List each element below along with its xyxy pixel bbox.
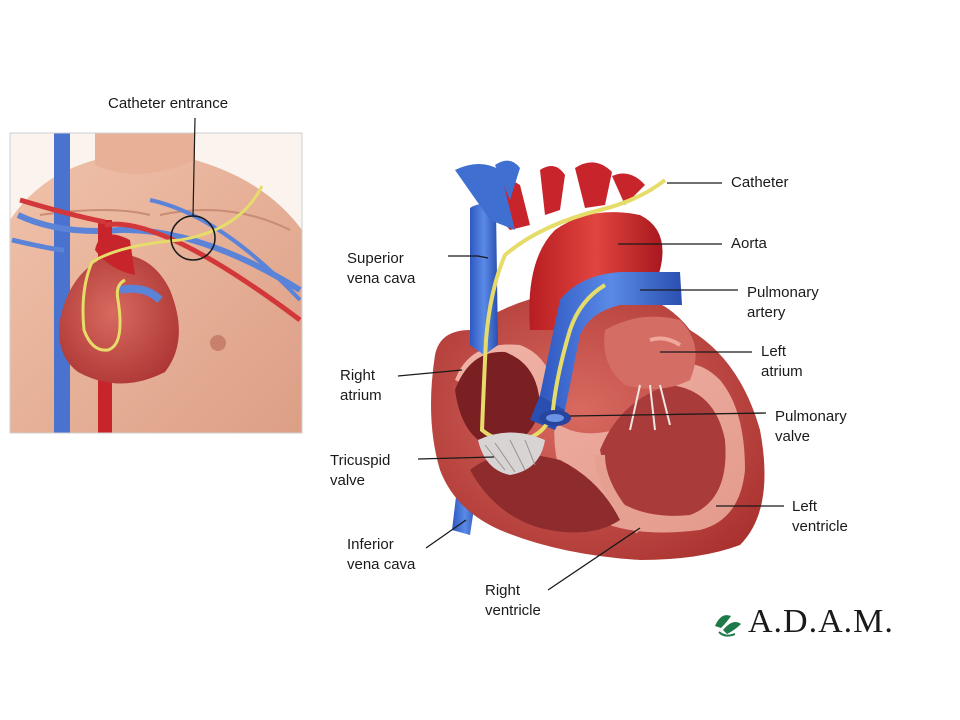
leader-pulmonary-valve [569, 412, 767, 417]
leader-right-atrium [397, 369, 463, 377]
label-pulmonary-valve: Pulmonary valve [775, 408, 847, 445]
adam-logo-mark [715, 615, 741, 637]
catheter-entrance-leader [192, 117, 196, 217]
leader-inferior-vena-cava [425, 519, 467, 549]
label-right-ventricle: Right ventricle [485, 582, 541, 619]
label-pulmonary-artery: Pulmonary artery [747, 284, 819, 321]
label-left-ventricle: Left ventricle [792, 498, 848, 535]
label-inferior-vena-cava: Inferior vena cava [347, 536, 416, 573]
label-tricuspid-valve: Tricuspid valve [330, 452, 391, 489]
chest-inset [10, 133, 302, 433]
label-aorta: Aorta [731, 235, 767, 252]
inset-frame [9, 132, 303, 434]
leader-tricuspid-valve [417, 456, 495, 460]
label-left-atrium: Left atrium [761, 343, 803, 380]
adam-logo: A.D.A.M. [712, 604, 894, 640]
label-superior-vena-cava: Superior vena cava [347, 250, 416, 287]
label-catheter-entrance: Catheter entrance [108, 95, 229, 112]
leader-lines [397, 182, 784, 591]
adam-logo-text: A.D.A.M. [748, 603, 894, 640]
leader-superior-vena-cava [448, 255, 489, 259]
leader-right-ventricle [547, 527, 641, 591]
label-right-atrium: Right atrium [340, 367, 382, 404]
heart-illustration [431, 160, 765, 560]
label-catheter: Catheter [731, 174, 789, 191]
